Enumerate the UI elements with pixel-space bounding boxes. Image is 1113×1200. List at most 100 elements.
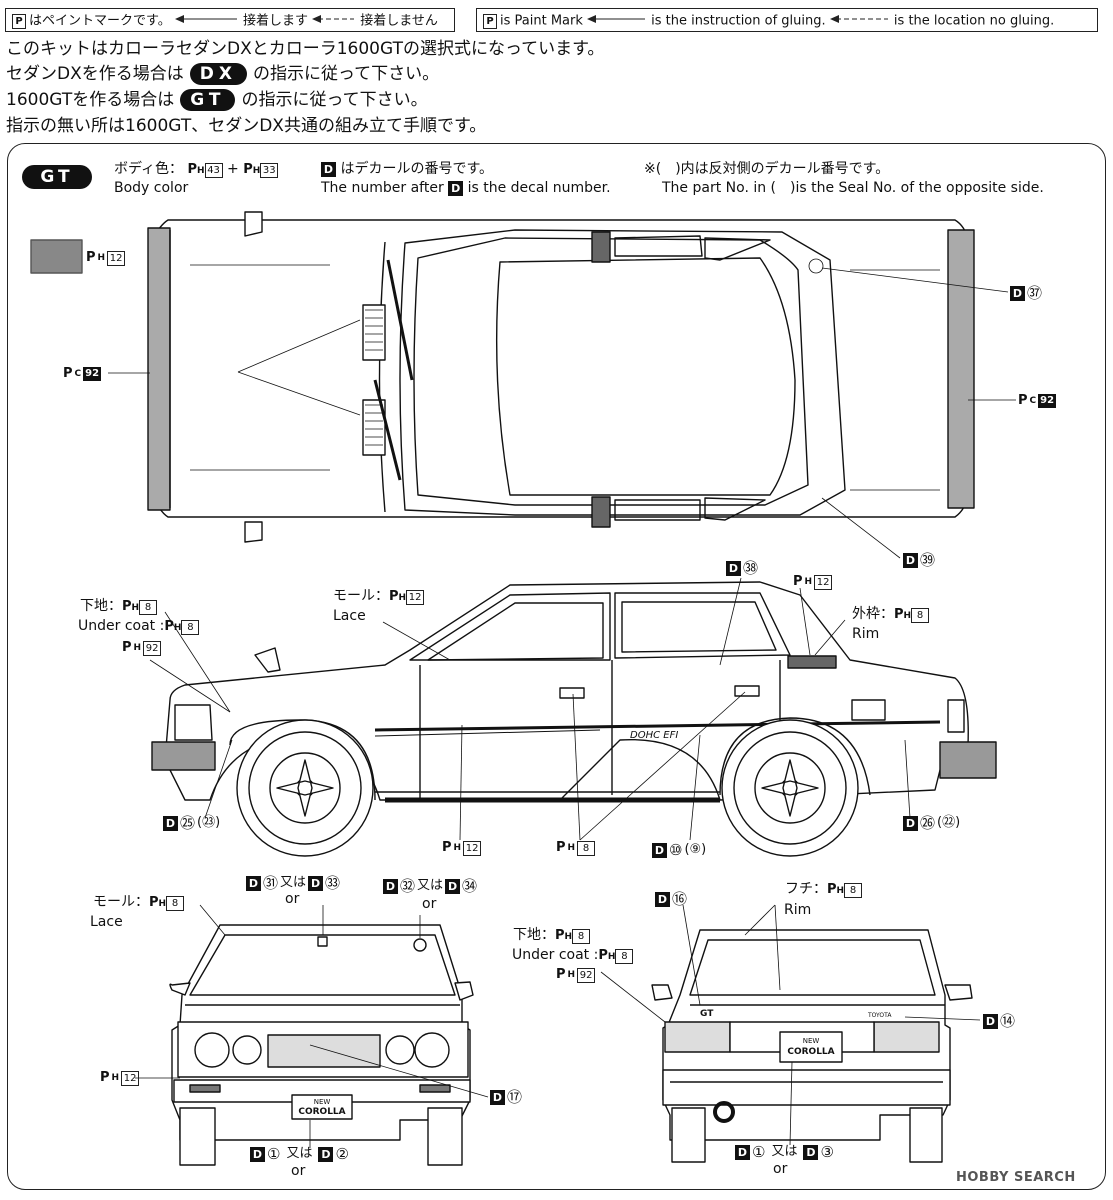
decal-mark-icon: D [383,878,398,894]
decal-number: ㉝ [325,874,341,892]
paint-sub: H [453,843,462,853]
paint-num: 12 [463,840,482,856]
paint-mark-icon: P [12,13,26,29]
paint-num: 8 [166,896,185,911]
paint-sub: C [74,369,82,379]
decal-mark-icon: D [445,878,461,894]
paint-sub: H [173,623,182,633]
decal-note-en-pre: The number after [321,180,444,196]
paint-p: P [1018,393,1028,408]
color-swatch-ph12 [30,239,83,274]
decal-number: ⑯ [672,890,688,908]
paint-p: P [556,967,566,982]
paint-num: 12 [406,590,425,605]
paint-sub: H [158,899,167,909]
side-rim-en: Rim [852,626,880,642]
paint-sub: H [836,886,845,896]
rear-toyota-emblem: TOYOTA [867,1012,892,1019]
paint-p: P [164,619,174,634]
decal-mark-icon: D [726,560,741,576]
paint-p: P [187,162,198,177]
intro-line-1: このキットはカローラセダンDXとカローラ1600GTの選択式になっています。 [6,39,605,59]
intro-line-2-post: の指示に従って下さい。 [252,64,440,84]
paint-p: P [556,840,566,855]
paint-sub: H [804,577,813,587]
front-or-en-3: or [291,1163,306,1179]
paint-sub: H [564,932,573,942]
paint-mark-icon-en: P [483,13,497,29]
paint-sub: H [131,603,140,613]
decal-number: ① [752,1143,766,1161]
decal-mark-icon: D [308,875,324,891]
decal-number: ⑩ [669,841,683,859]
paint-sub: H [567,843,576,853]
legend-glue-text: 接着します [242,13,308,29]
decal-note-jp: D はデカールの番号です。 [321,160,493,178]
decal-number: ③ [820,1143,834,1161]
paint-p: P [827,882,837,897]
intro-line-3-post: の指示に従って下さい。 [241,90,428,110]
decal-note-jp-text: はデカールの番号です。 [340,161,494,177]
decal-number: ① [267,1145,281,1163]
decal-mark-icon: D [652,842,667,858]
paint-sub: H [197,166,205,176]
decal-mark-icon: D [903,815,918,831]
paint-sub: H [97,253,106,263]
glue-arrow-icon-en [587,9,647,33]
decal-number-alt: (⑨) [684,842,707,857]
decal-number: ㉞ [462,877,478,895]
decal-mark-icon: D [1010,285,1025,301]
paint-num: 8 [139,600,158,615]
decal-number: ㉕ [180,814,196,832]
decal-mark-icon: D [246,875,261,891]
paint-p: P [555,928,565,943]
decal-number: ㊴ [920,551,936,569]
top-view-leaders [108,267,1016,559]
paint-num: 33 [260,163,279,178]
paint-num: 92 [1038,394,1057,408]
rim-jp-text: フチ： [785,881,827,897]
or-jp: 又は [286,1146,313,1161]
or-jp: 又は [417,878,444,893]
decal-mark-icon: D [983,1013,998,1029]
decal-number: ⑭ [1000,1012,1016,1030]
decal-number: ㉛ [263,874,279,892]
seal-note-en: The part No. in ( )is the Seal No. of th… [662,180,1044,196]
paint-sub: H [252,166,261,176]
undercoat-jp-text: 下地： [80,598,122,614]
paint-p: P [122,599,132,614]
lace-jp-text: モール： [333,588,389,604]
noglue-arrow-icon [312,9,356,33]
paint-num: 8 [615,949,634,964]
decal-note-en: The number after D is the decal number. [321,179,611,197]
decal-number-alt: (㉓) [197,815,221,830]
paint-sub: C [1029,396,1037,406]
legend-noglue-text-en: is the location no gluing. [893,13,1055,29]
front-plate-text: COROLLA [298,1107,345,1117]
paint-p: P [389,589,399,604]
front-or-en-2: or [422,896,437,912]
paint-p: P [149,895,159,910]
paint-num: 92 [143,640,162,656]
top-view-car [147,211,975,543]
paint-sub: H [398,593,407,603]
decal-note-en-post: is the decal number. [467,180,611,196]
